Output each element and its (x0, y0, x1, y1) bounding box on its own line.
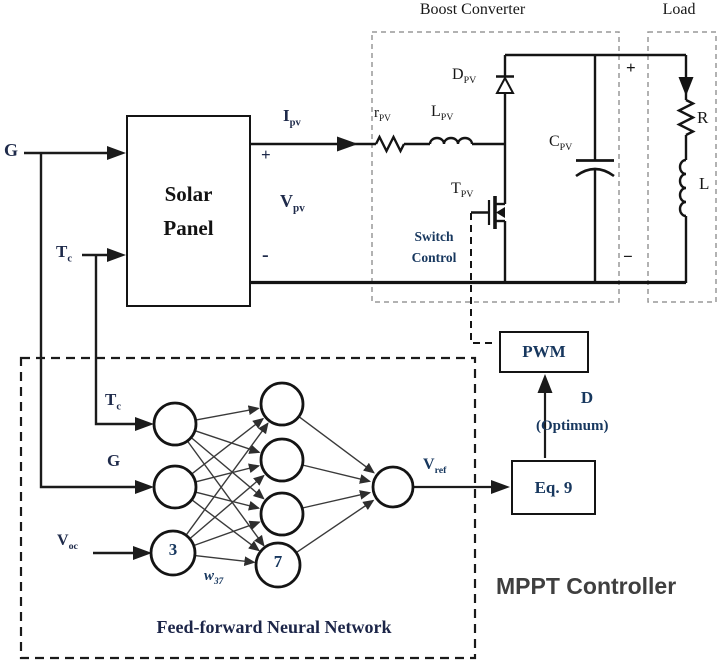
cpv-label: CPV (549, 133, 573, 154)
nn-hidden-node-7 (254, 541, 302, 589)
nn-hidden-node-1 (259, 381, 305, 427)
solar-panel-label-line1: Solar (164, 181, 213, 206)
nn-input-node-tc (152, 401, 198, 447)
voc-label: Voc (57, 532, 78, 553)
load-circuit (676, 55, 696, 283)
vref-label: Vref (423, 456, 447, 477)
switch-control-label: Switch Control (411, 229, 457, 265)
tpv-mosfet-symbol (471, 144, 507, 283)
rpv-label: rPV (374, 105, 391, 124)
pwm-label: PWM (522, 342, 566, 361)
nn-voc-arrowhead (133, 546, 152, 560)
duty-optimum-label: (Optimum) (536, 418, 609, 434)
vref-arrowhead (491, 480, 510, 494)
switch-control-dashed-wire (470, 213, 497, 344)
lpv-label: LPV (431, 103, 454, 124)
solar-panel-label-line2: Panel (163, 215, 214, 240)
boost-converter-circuit (374, 53, 686, 283)
nn-output-node (371, 465, 415, 509)
eq9-box: Eq. 9 (511, 460, 596, 515)
boost-converter-dashed-box (371, 31, 620, 303)
solar-panel-box: Solar Panel (126, 115, 251, 307)
load-resistor-symbol (676, 98, 696, 137)
nn-input-node-g (152, 464, 198, 510)
nn-g-label: G (107, 451, 121, 470)
mppt-controller-label: MPPT Controller (496, 573, 677, 599)
nn-title: Feed-forward Neural Network (156, 617, 392, 637)
ipv-label: Ipv (283, 106, 301, 129)
nn-nodes (149, 381, 415, 589)
nn-g-arrowhead (135, 480, 154, 494)
pwm-box: PWM (499, 331, 589, 373)
eq9-label: Eq. 9 (534, 477, 573, 497)
input-feed-wires (24, 151, 137, 555)
g-arrowhead (107, 146, 126, 160)
load-current-arrow (678, 77, 694, 96)
dpv-label: DPV (452, 66, 477, 87)
tc-arrowhead (107, 248, 126, 262)
nn-tc-arrowhead (135, 417, 154, 431)
nn-input-node-3 (149, 529, 197, 577)
tc-input-label: Tc (56, 242, 73, 265)
ipv-arrowhead (337, 136, 358, 152)
boost-converter-title: Boost Converter (419, 1, 526, 18)
nn-hidden-node-3 (259, 491, 305, 537)
load-l-label: L (699, 174, 710, 193)
duty-arrowhead (537, 374, 553, 393)
pv-plus-label: + (261, 145, 271, 164)
rpv-resistor-symbol (374, 134, 406, 154)
node3-label: 3 (168, 540, 178, 559)
cpv-capacitor-symbol (575, 55, 615, 283)
g-input-label: G (4, 140, 19, 160)
arrowheads (107, 136, 553, 560)
load-inductor-symbol (678, 158, 687, 218)
nn-hidden-node-2 (259, 437, 305, 483)
nn-edges (184, 405, 375, 567)
load-r-label: R (697, 108, 709, 127)
load-plus-label: + (626, 58, 636, 77)
load-dashed-box (647, 31, 717, 303)
dpv-diode-symbol (495, 75, 515, 94)
load-title: Load (662, 1, 696, 18)
tpv-label: TPV (451, 180, 474, 201)
pv-minus-label: - (262, 244, 269, 266)
nn-tc-label: Tc (105, 390, 122, 413)
duty-d-label: D (580, 388, 594, 407)
neural-network-dashed-box (19, 356, 477, 660)
w37-label: w37 (204, 568, 224, 587)
load-minus-label: − (623, 247, 633, 266)
lpv-inductor-symbol (428, 136, 474, 145)
node7-label: 7 (273, 552, 283, 571)
vpv-label: Vpv (280, 191, 305, 215)
